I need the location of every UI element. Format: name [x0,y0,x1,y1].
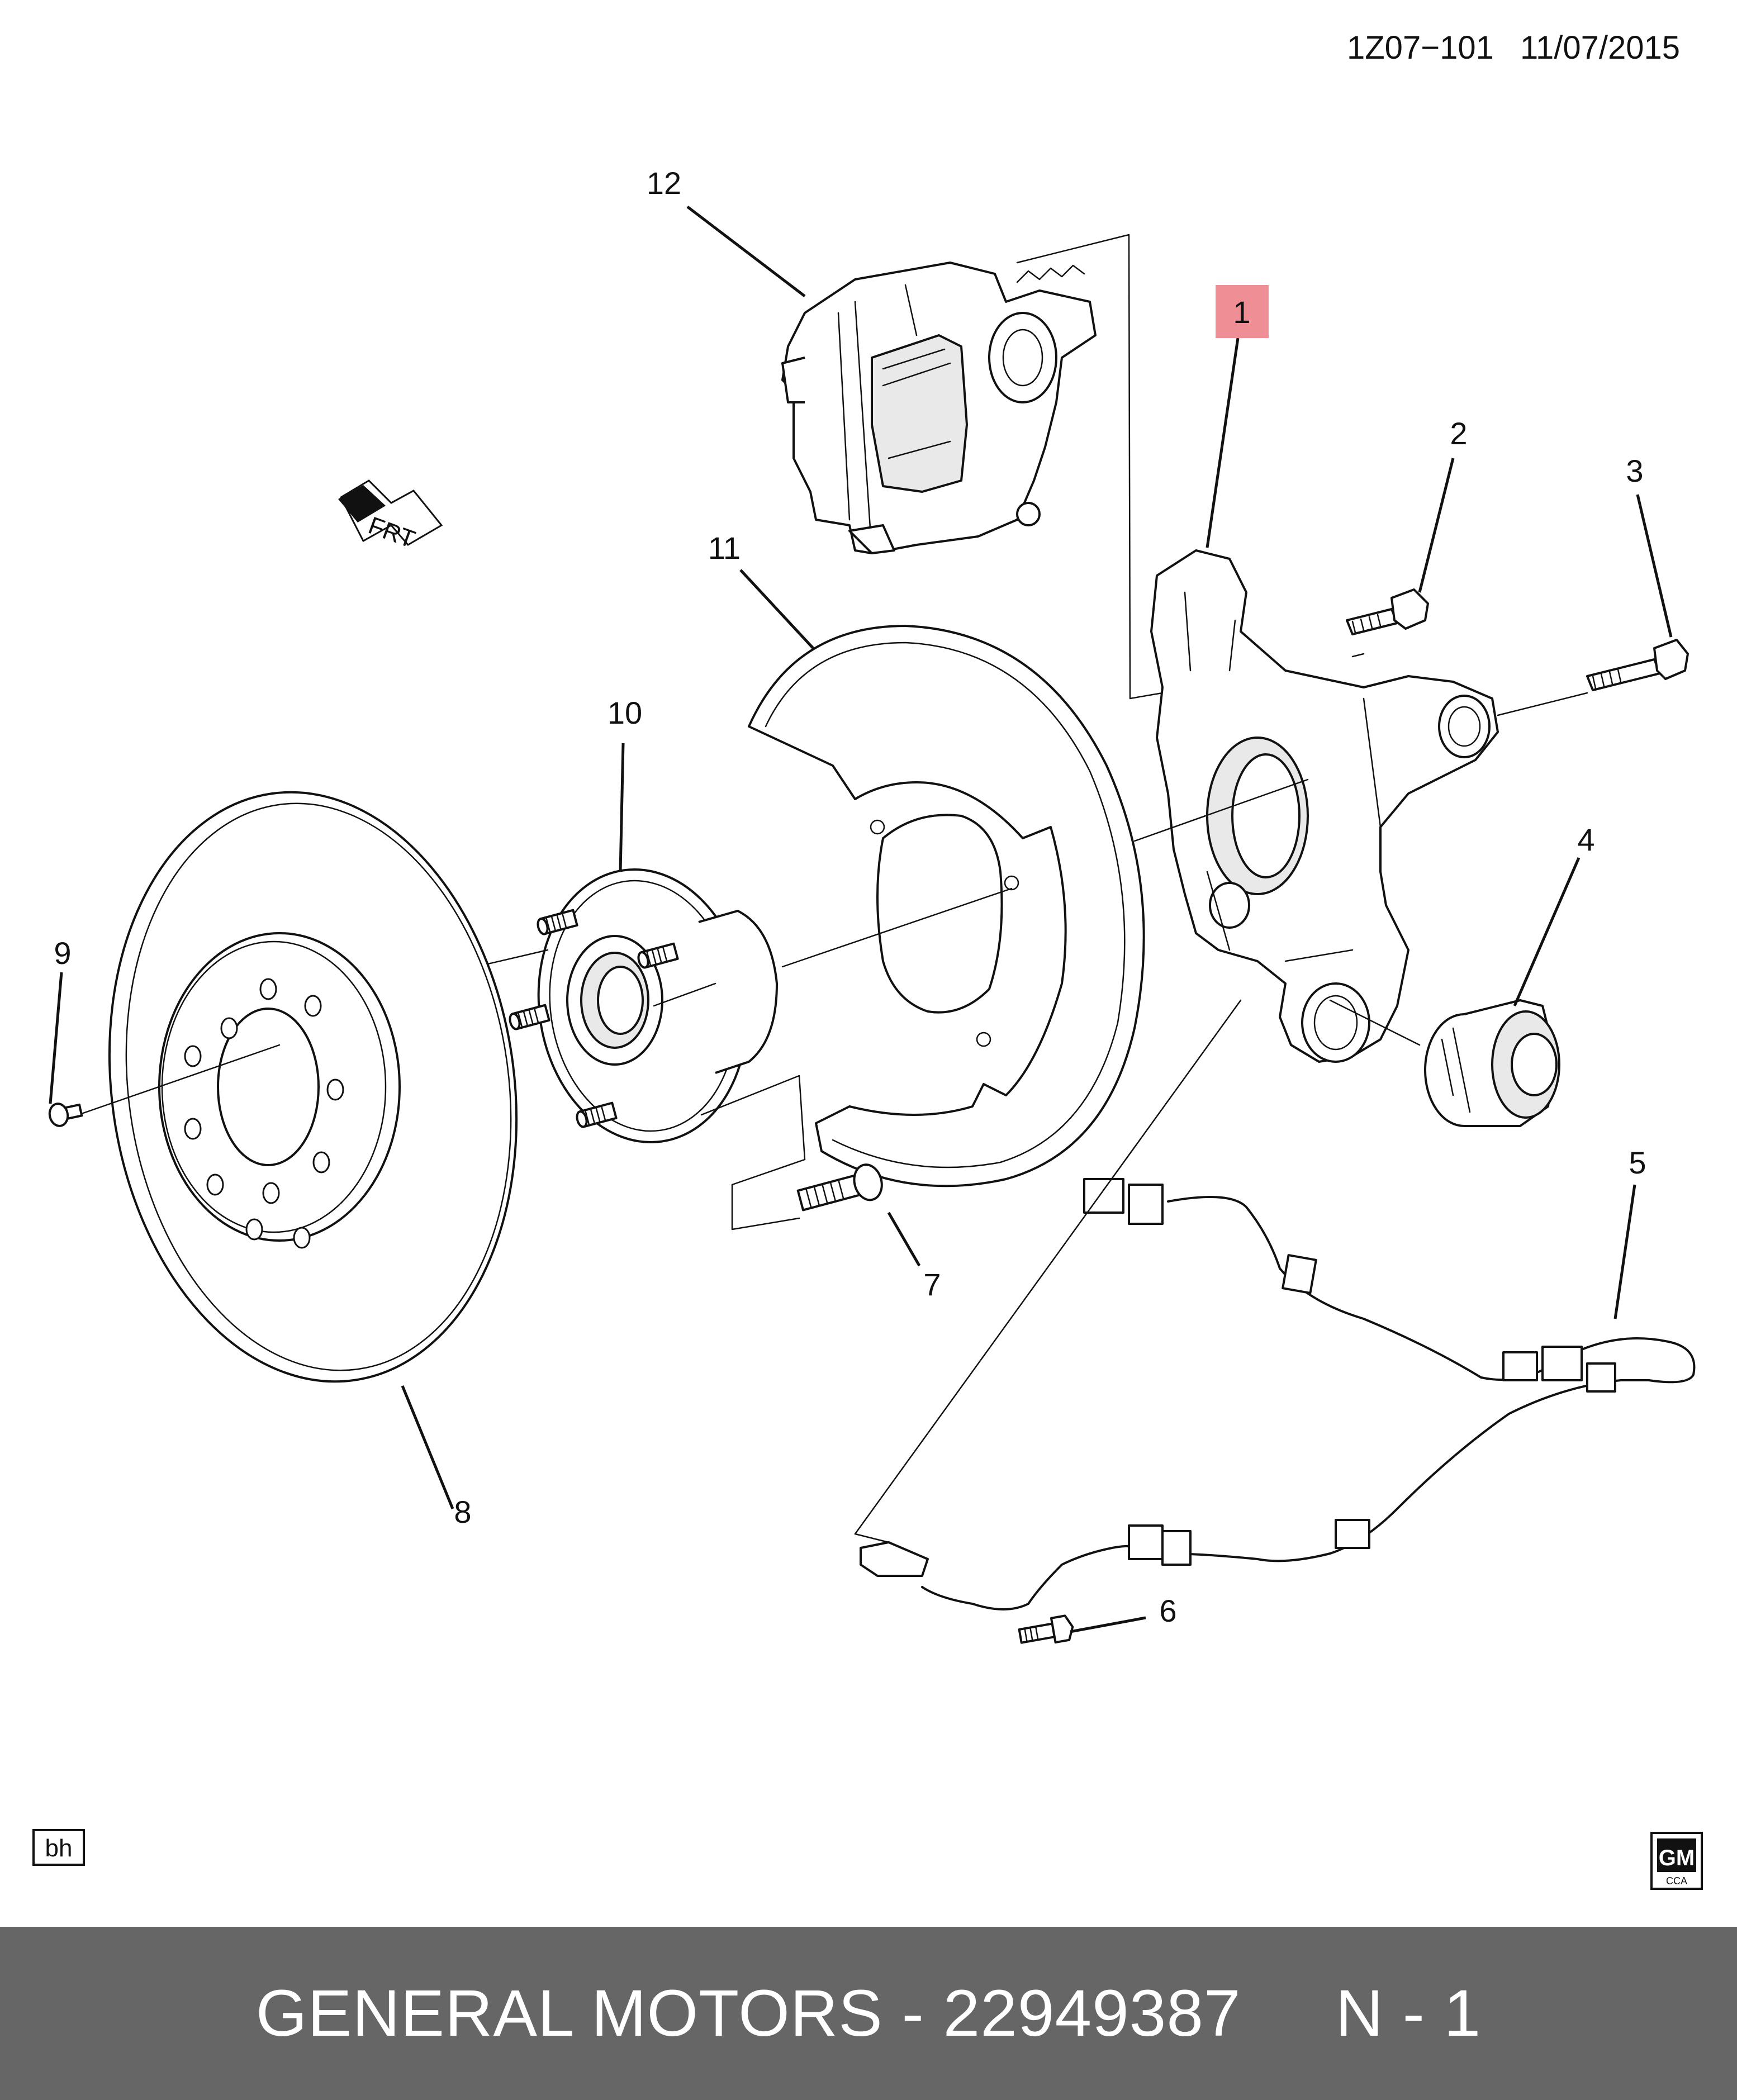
bolt-axis-3 [1497,692,1588,716]
sensor-bolt [1018,1614,1074,1644]
brake-caliper [781,262,1097,554]
doc-id: 1Z07−101 [1347,30,1494,66]
callout-10: 10 [608,695,642,730]
bushing-axis [1329,999,1421,1046]
svg-text:1: 1 [1233,294,1250,330]
knuckle-axis [1133,778,1309,842]
wheel-speed-sensor-harness [860,1178,1696,1610]
callout-5: 5 [1629,1145,1646,1180]
direction-arrow-icon: FRT [338,479,443,554]
sensor-axis [854,999,1242,1535]
callout-6: 6 [1159,1593,1176,1628]
callout-8: 8 [454,1494,471,1529]
callout-7: 7 [923,1267,941,1302]
callout-3: 3 [1626,453,1643,488]
callout-9: 9 [54,935,71,971]
svg-text:bh: bh [45,1835,73,1862]
hub-studs [509,909,679,1128]
footer-text: GENERAL MOTORS - 22949387 N - 1 [255,1977,1482,2050]
callout-2: 2 [1450,416,1467,451]
gm-logo: GM CCA [1650,1832,1703,1890]
wheel-stud [796,1163,883,1211]
rotor-axis [77,1044,281,1116]
leader-lines [49,206,1673,1633]
callout-12: 12 [647,165,681,201]
knuckle-bushing [1424,999,1560,1127]
wheel-hub-bearing [537,868,778,1143]
knuckle-bolt-upper [1346,588,1429,635]
svg-text:GM: GM [1659,1846,1695,1870]
sensor-axis-end [854,1533,890,1543]
bolt-axis-2 [1351,653,1365,658]
callout-11: 11 [708,530,741,566]
caliper-bracket-line [1016,234,1164,700]
bh-tag: bh [32,1829,85,1866]
stud-bracket [700,1075,806,1230]
doc-date: 11/07/2015 [1520,30,1680,66]
footer-bar: GENERAL MOTORS - 22949387 N - 1 [0,1927,1737,2100]
shield-axis [781,887,1013,968]
knuckle-bolt-lower [1586,639,1689,691]
callout-1: 1 [1216,285,1269,338]
callout-4: 4 [1577,822,1594,857]
steering-knuckle [1150,549,1499,1063]
parts-diagram: 1Z07−101 11/07/2015 FRT [32,30,1703,1890]
rotor-screw [48,1103,83,1127]
svg-text:CCA: CCA [1666,1875,1687,1887]
brake-rotor [108,791,518,1383]
brake-shield [748,625,1145,1187]
